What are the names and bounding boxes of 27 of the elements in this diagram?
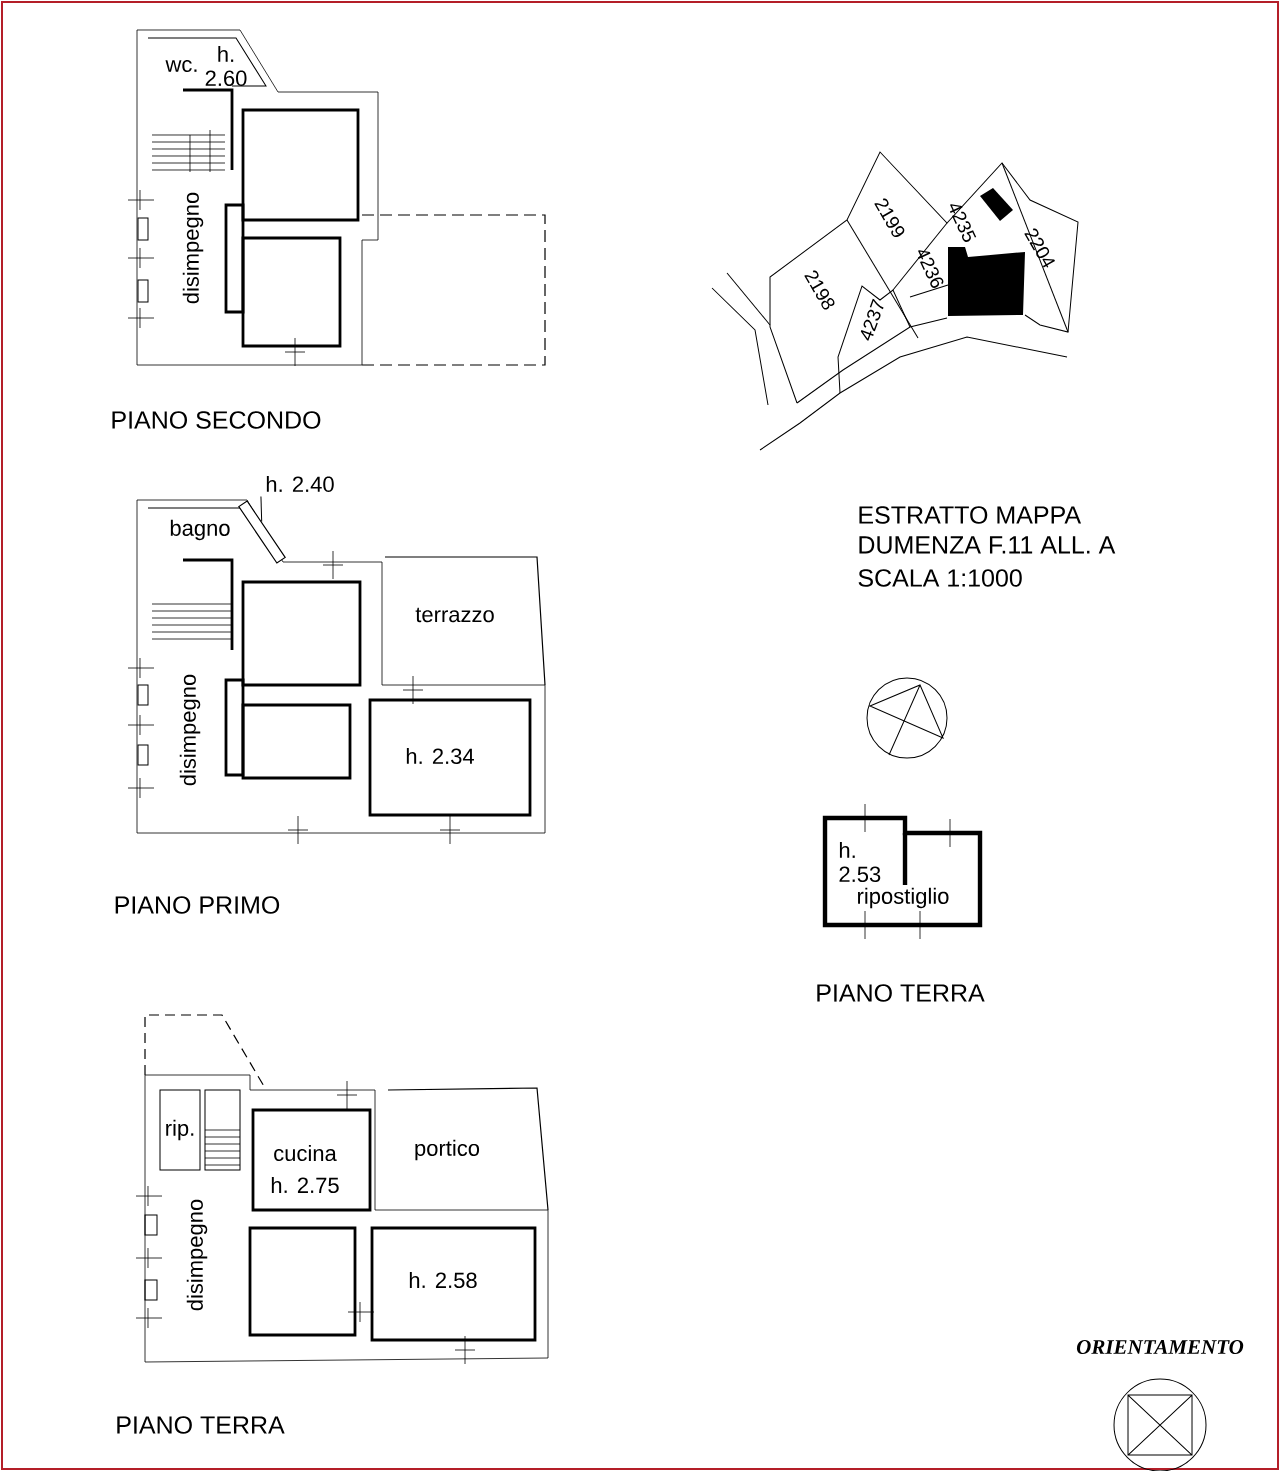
height-label: h. 2.60	[205, 45, 247, 87]
height-label: h. 2.40	[266, 475, 334, 493]
height-label: h. 2.34	[406, 747, 474, 765]
wall-segment	[238, 500, 286, 564]
plan-title: PIANO TERRA	[817, 984, 985, 1002]
room-label: disimpegno	[179, 674, 201, 786]
room-label: portico	[415, 1139, 480, 1161]
map-caption: SCALA 1:1000	[858, 569, 1022, 587]
room-label: disimpegno	[186, 1199, 208, 1311]
height-label: h. 2.75	[271, 1176, 339, 1194]
leader-line	[260, 496, 263, 523]
room-label: rip.	[166, 1119, 194, 1141]
room-label: ripostiglio	[858, 887, 949, 909]
room-label: cucina	[274, 1144, 337, 1162]
parcel-number: 4237	[860, 298, 884, 341]
plan-title: PIANO TERRA	[117, 1416, 285, 1434]
room-label: disimpegno	[182, 192, 204, 304]
height-label: h. 2.58	[409, 1271, 477, 1289]
plan-title: PIANO PRIMO	[115, 896, 280, 914]
parcel-number: 4236	[917, 250, 944, 288]
orientation-label: ORIENTAMENTO	[1076, 1339, 1244, 1355]
room-label: terrazzo	[415, 607, 494, 623]
room-label: wc.	[165, 60, 197, 73]
parcel-number: 4235	[949, 204, 977, 242]
plan-title: PIANO SECONDO	[112, 411, 321, 429]
map-caption: DUMENZA F.11 ALL. A	[859, 536, 1116, 554]
map-caption: ESTRATTO MAPPA	[859, 506, 1082, 524]
